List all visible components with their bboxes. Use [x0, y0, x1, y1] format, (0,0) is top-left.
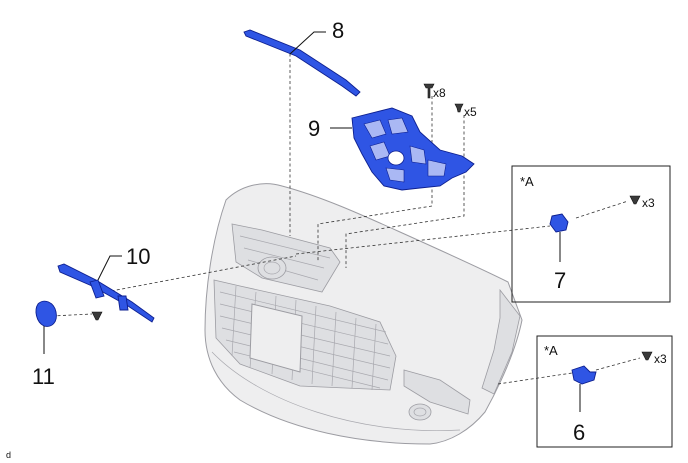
- part-9-grille-bracket: 9: [308, 107, 475, 191]
- part-8-upper-retainer: 8: [243, 18, 361, 97]
- part-10-lower-retainer: 10: [57, 244, 155, 323]
- clip-group-x8: x8: [423, 83, 446, 100]
- quantity-x3-bottom: x3: [654, 352, 667, 366]
- detail-label-top: *A: [520, 174, 534, 189]
- callout-8: 8: [332, 18, 344, 43]
- front-bumper-cover: [204, 183, 523, 445]
- detail-box-top: *A x3 7: [511, 165, 671, 303]
- clip-group-x5: x5: [454, 103, 477, 119]
- callout-6: 6: [573, 420, 585, 445]
- quantity-x5: x5: [464, 105, 477, 119]
- quantity-x8: x8: [433, 86, 446, 100]
- footnote-label: d: [6, 450, 11, 460]
- callout-10: 10: [126, 244, 150, 269]
- detail-label-bottom: *A: [544, 343, 558, 358]
- callout-11: 11: [32, 364, 55, 389]
- callout-9: 9: [308, 116, 320, 141]
- callout-7: 7: [554, 268, 566, 293]
- part-11-cap: 11: [32, 300, 57, 389]
- clip-part-10: [91, 311, 103, 321]
- detail-box-bottom: *A x3 6: [536, 335, 673, 448]
- quantity-x3-top: x3: [642, 196, 655, 210]
